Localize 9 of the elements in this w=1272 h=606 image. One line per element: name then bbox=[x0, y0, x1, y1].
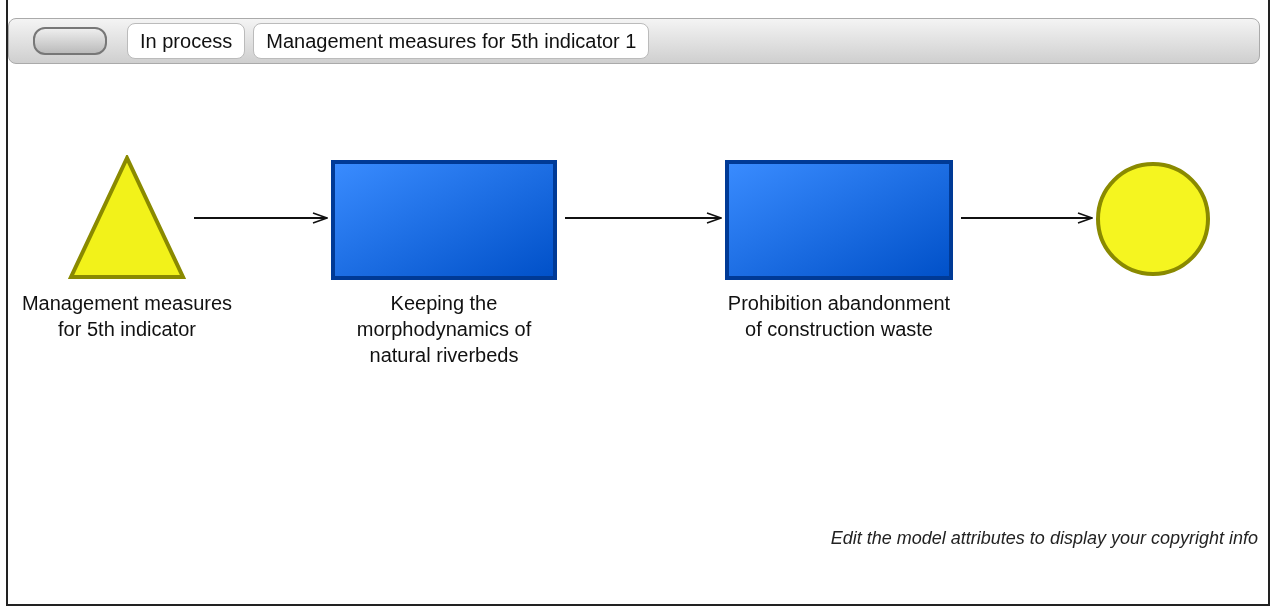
arrow bbox=[564, 212, 722, 224]
arrow bbox=[960, 212, 1093, 224]
copyright-note: Edit the model attributes to display your copyright info bbox=[830, 528, 1258, 549]
node-label: Keeping the morphodynamics of natural riverbeds bbox=[355, 291, 533, 368]
arrow bbox=[193, 212, 328, 224]
tab: In process bbox=[127, 23, 246, 59]
node-label: Prohibition abandonment of construction waste bbox=[726, 291, 952, 342]
node-label: Management measures for 5th indicator bbox=[20, 291, 234, 342]
tab: Management measures for 5th indicator 1 bbox=[253, 23, 650, 59]
